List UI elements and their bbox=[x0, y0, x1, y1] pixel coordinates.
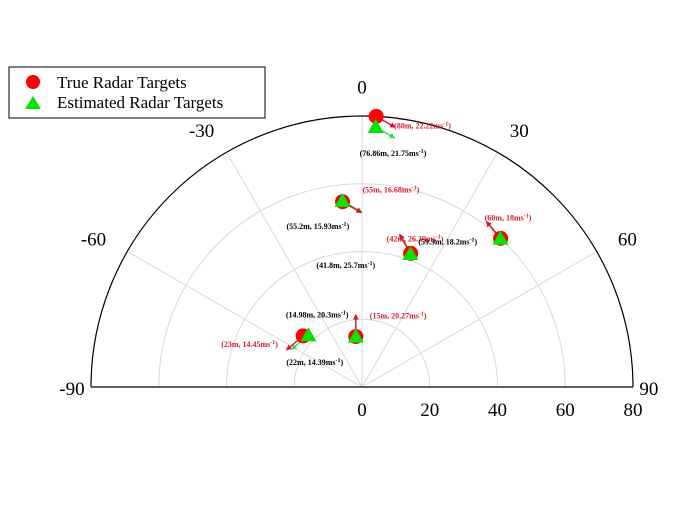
legend-box bbox=[8, 66, 266, 119]
true-target-label: (23m, 14.45ms-1) bbox=[221, 340, 278, 349]
true-target-label: (60m, 18ms-1) bbox=[485, 213, 532, 222]
true-target-label: (42m, 26.39ms-1) bbox=[387, 234, 444, 243]
angle-tick-label: -30 bbox=[189, 121, 214, 142]
legend: True Radar Targets Estimated Radar Targe… bbox=[8, 66, 266, 119]
range-tick-label: 80 bbox=[624, 400, 643, 421]
range-tick-label: 60 bbox=[556, 400, 575, 421]
estimated-target-label: (41.8m, 25.7ms-1) bbox=[316, 261, 375, 270]
outer-arc bbox=[90, 115, 634, 388]
true-target-label: (15m, 20.27ms-1) bbox=[370, 312, 427, 321]
angle-tick-label: -90 bbox=[59, 379, 84, 400]
range-tick-label: 20 bbox=[420, 400, 439, 421]
target-markers bbox=[295, 108, 509, 345]
true-target-label: (55m, 16.68ms-1) bbox=[363, 186, 420, 195]
estimated-target-marker bbox=[402, 245, 419, 260]
angle-tick-label: -60 bbox=[81, 229, 106, 250]
target-annotations: (76.86m, 21.75ms-1) (55.2m, 15.93ms-1) (59… bbox=[221, 121, 532, 367]
angle-spoke--30 bbox=[226, 152, 363, 388]
estimated-target-label: (55.2m, 15.93ms-1) bbox=[286, 222, 349, 231]
estimated-target-marker bbox=[367, 118, 384, 133]
estimated-target-marker bbox=[492, 230, 509, 245]
angle-tick-label: 0 bbox=[357, 78, 367, 99]
true-target-marker bbox=[368, 108, 384, 124]
estimated-target-label: (59.9m, 18.2ms-1) bbox=[418, 238, 477, 247]
estimated-target-marker bbox=[334, 193, 351, 208]
range-tick-label: 0 bbox=[357, 400, 367, 421]
angle-tick-label: 30 bbox=[510, 121, 529, 142]
angle-spoke-60 bbox=[361, 251, 597, 388]
estimated-target-label: (14.98m, 20.3ms-1) bbox=[286, 311, 349, 320]
angle-spoke--60 bbox=[127, 251, 363, 388]
legend-true-marker bbox=[26, 75, 40, 89]
angle-tick-label: 90 bbox=[639, 379, 658, 400]
true-target-label: (80m, 22.22ms-1) bbox=[394, 121, 451, 130]
legend-est-label: Estimated Radar Targets bbox=[57, 93, 223, 112]
estimated-target-marker bbox=[300, 327, 317, 342]
estimated-target-label: (76.86m, 21.75ms-1) bbox=[360, 149, 427, 158]
legend-true-label: True Radar Targets bbox=[57, 73, 187, 92]
angle-tick-label: 60 bbox=[618, 229, 637, 250]
estimated-target-label: (22m, 14.39ms-1) bbox=[286, 358, 343, 367]
tick-labels: -90 -60 -30 0 30 60 90 0 20 40 60 80 bbox=[59, 78, 658, 421]
range-tick-label: 40 bbox=[488, 400, 507, 421]
estimated-target-marker bbox=[347, 328, 364, 343]
legend-est-marker bbox=[25, 96, 41, 109]
angle-spoke-30 bbox=[361, 152, 498, 388]
